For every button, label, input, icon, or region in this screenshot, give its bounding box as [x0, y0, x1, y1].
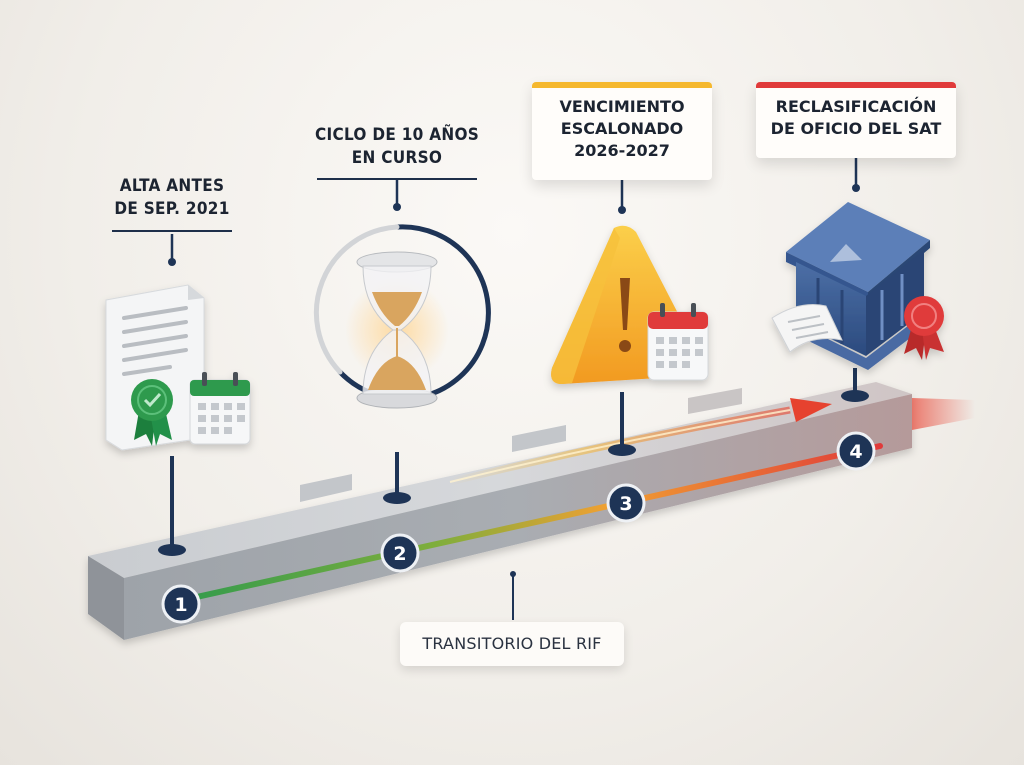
milestone-stems	[170, 368, 857, 548]
milestone-badge-4: 4	[836, 431, 876, 471]
hourglass-icon	[313, 224, 491, 409]
milestone-1-underline	[112, 230, 232, 232]
timeline-caption: TRANSITORIO DEL RIF	[400, 622, 624, 666]
milestone-badge-1: 1	[161, 584, 201, 624]
milestone-1-line-1: ALTA ANTES	[119, 176, 225, 196]
milestone-card-3: VENCIMIENTO ESCALONADO 2026-2027	[532, 82, 712, 180]
milestone-3-accent-bar	[532, 82, 712, 88]
label-connectors	[170, 158, 858, 262]
milestone-2-line-1: CICLO DE 10 AÑOS	[314, 125, 480, 145]
milestone-1-line-2: DE SEP. 2021	[114, 199, 230, 219]
document-certificate-calendar-icon	[105, 284, 251, 451]
milestone-number-2: 2	[393, 543, 406, 565]
milestone-4-accent-bar	[756, 82, 956, 88]
milestone-3-line-3: 2026-2027	[574, 141, 670, 160]
milestone-label-1: ALTA ANTES DE SEP. 2021	[92, 175, 252, 221]
milestone-card-4: RECLASIFICACIÓN DE OFICIO DEL SAT	[756, 82, 956, 158]
government-building-seal-icon	[771, 202, 944, 370]
milestone-label-2: CICLO DE 10 AÑOS EN CURSO	[307, 124, 487, 170]
warning-triangle-calendar-icon	[551, 225, 709, 384]
milestone-3-line-2: ESCALONADO	[560, 119, 684, 138]
milestone-4-line-1: RECLASIFICACIÓN	[775, 97, 937, 116]
timeline-track	[88, 382, 912, 640]
milestone-2-line-2: EN CURSO	[351, 148, 443, 168]
track-back-stubs	[300, 388, 742, 502]
milestone-anchor-dots	[158, 390, 869, 556]
track-glow-tail	[912, 398, 975, 430]
milestone-4-line-2: DE OFICIO DEL SAT	[770, 119, 942, 138]
milestone-number-4: 4	[849, 441, 862, 463]
milestone-number-1: 1	[174, 594, 187, 616]
milestone-2-underline	[317, 178, 477, 180]
label-connector-dots	[168, 184, 860, 577]
milestone-number-3: 3	[619, 493, 632, 515]
progress-line	[162, 443, 883, 607]
milestone-3-line-1: VENCIMIENTO	[559, 97, 685, 116]
milestone-badge-3: 3	[606, 483, 646, 523]
milestone-badge-2: 2	[380, 533, 420, 573]
